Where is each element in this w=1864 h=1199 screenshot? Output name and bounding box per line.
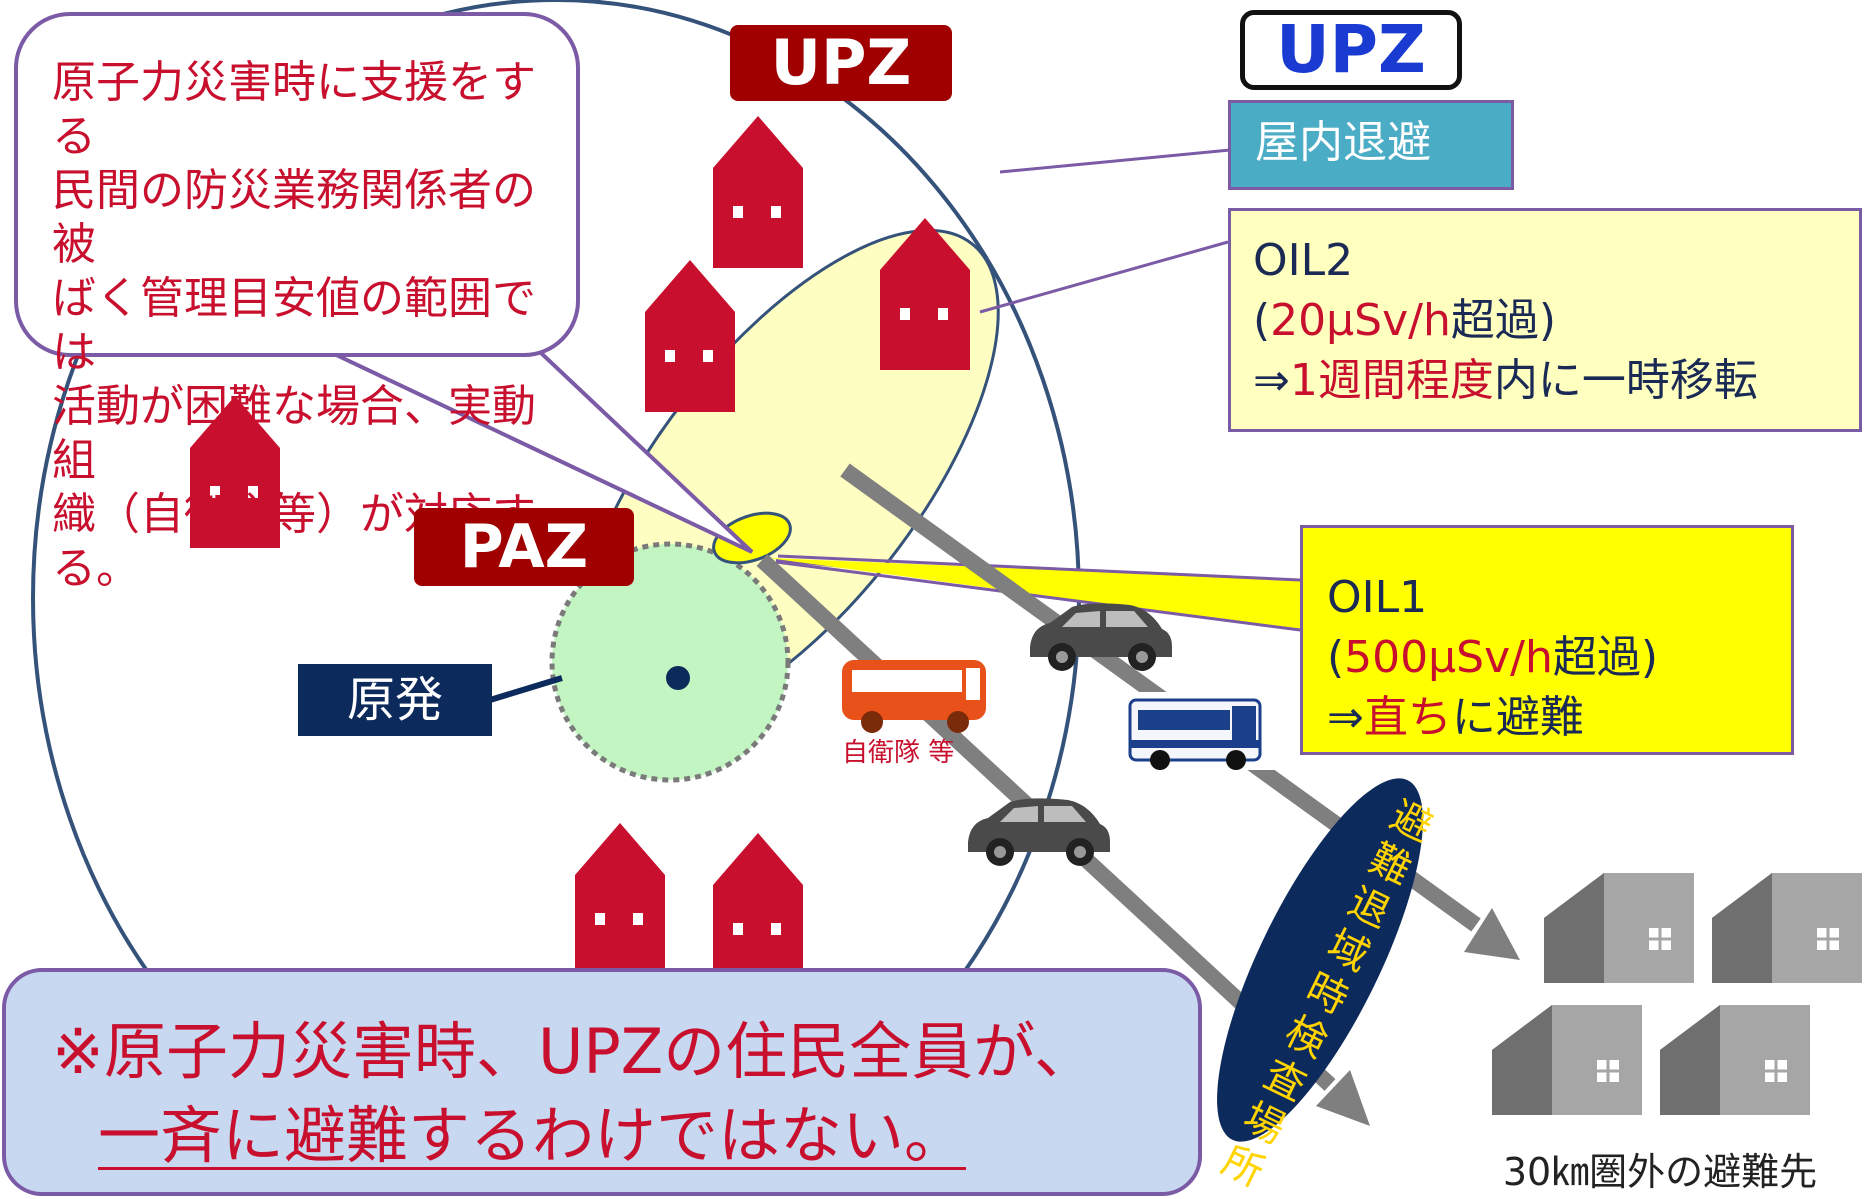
plant-marker [666,666,690,690]
paz-zone-tag: PAZ [414,508,634,586]
building-icon [1658,1003,1812,1117]
oil1-callout: OIL1 (500μSv/h超過) ⇒直ちに避難 [1300,525,1794,755]
oil1-title: OIL1 [1327,572,1428,623]
upz-zone-tag: UPZ [730,25,952,101]
oil1-area [712,511,792,565]
note-box: ※原子力災害時、UPZの住民全員が、 一斉に避難するわけではない。 [2,968,1202,1196]
oil2-action: ⇒1週間程度内に一時移転 [1253,355,1758,406]
speech-bubble: 原子力災害時に支援をする 民間の防災業務関係者の被 ばく管理目安値の範囲では 活… [14,12,580,594]
paz-zone-circle [549,541,791,783]
building-icon [1490,1003,1644,1117]
bus-icon [1128,692,1278,770]
building-icon [1542,871,1696,985]
nuclear-plant-label: 原発 [298,664,492,736]
upz-legend-box: UPZ [1240,10,1462,90]
destination-label: 30㎞圏外の避難先 [1502,1150,1818,1194]
arrow-head-lower [1316,1070,1370,1126]
arrow-head-upper [1464,908,1520,960]
oil2-threshold: (20μSv/h超過) [1253,295,1557,346]
sdf-bus-label: 自衛隊 等 [842,738,955,768]
oil2-title: OIL2 [1253,235,1354,286]
oil2-callout: OIL2 (20μSv/h超過) ⇒1週間程度内に一時移転 [1228,208,1862,432]
oil1-action: ⇒直ちに避難 [1327,692,1584,743]
note-line-2: 一斉に避難するわけではない。 [98,1099,967,1172]
checkpoint-ellipse [1217,778,1423,1142]
oil1-threshold: (500μSv/h超過) [1327,632,1658,683]
building-icon [1710,871,1864,985]
note-line-1: ※原子力災害時、UPZの住民全員が、 [52,1015,1096,1088]
shelter-in-place-box: 屋内退避 [1228,100,1514,190]
bus-icon [842,660,986,733]
